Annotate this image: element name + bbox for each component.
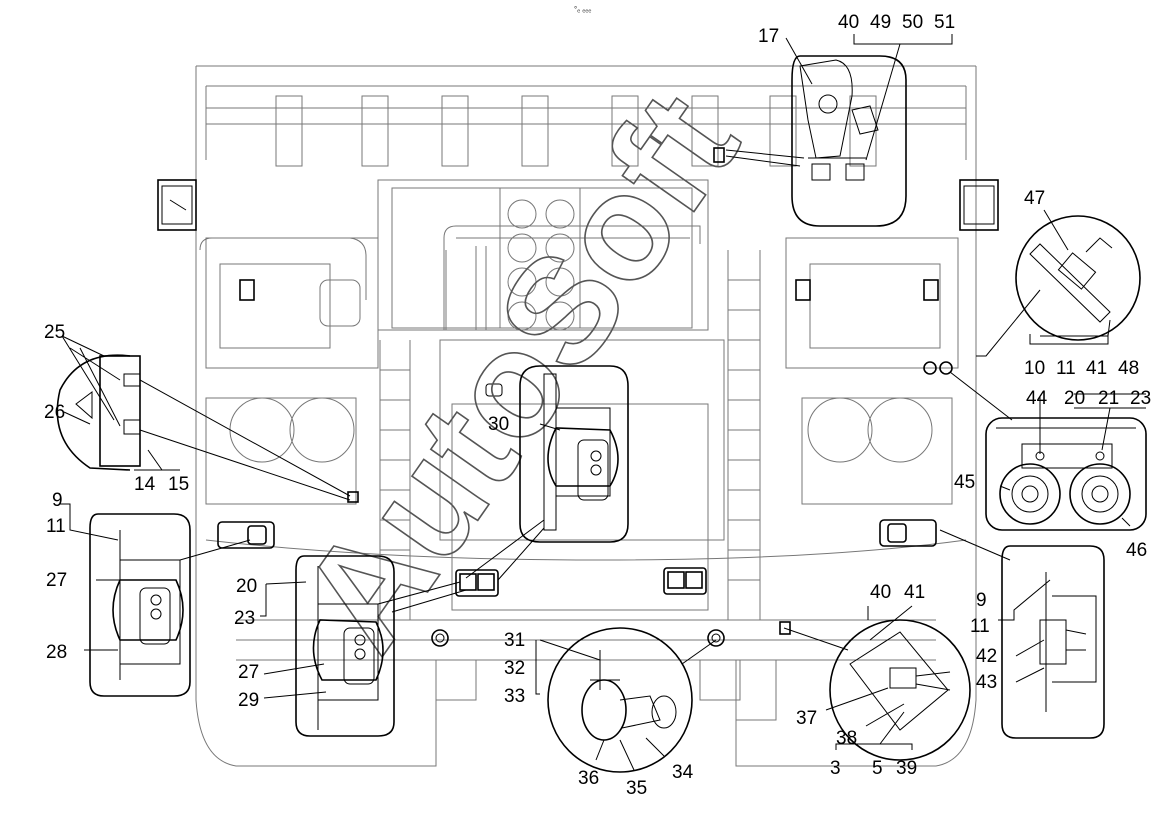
callout-31: 31 — [504, 630, 525, 651]
callout-25: 25 — [44, 322, 65, 343]
callout-39: 39 — [896, 758, 917, 779]
callout-38: 38 — [836, 728, 857, 749]
machine-body — [157, 65, 999, 767]
callout-50: 50 — [902, 12, 923, 33]
callout-labels: 17 40 49 50 51 47 10 11 41 48 44 20 21 2… — [44, 5, 1151, 799]
detail-37-39 — [779, 619, 971, 761]
callout-23-mid: 23 — [234, 608, 255, 629]
callout-40-lower: 40 — [870, 582, 891, 603]
detail-27-29 — [295, 555, 467, 737]
callout-37: 37 — [796, 708, 817, 729]
callout-11-right-lower: 11 — [970, 616, 990, 637]
callout-23-right: 23 — [1130, 388, 1151, 409]
callout-36: 36 — [578, 768, 599, 789]
callout-10: 10 — [1024, 358, 1045, 379]
detail-30 — [465, 365, 629, 581]
callout-44: 44 — [1026, 388, 1048, 409]
callout-49: 49 — [870, 12, 891, 33]
callout-26: 26 — [44, 402, 65, 423]
callout-15: 15 — [168, 474, 189, 495]
detail-25-26 — [56, 347, 359, 503]
callout-46: 46 — [1126, 540, 1147, 561]
callout-27-mid: 27 — [238, 662, 259, 683]
detail-42-43 — [939, 529, 1105, 739]
callout-41-right: 41 — [1086, 358, 1107, 379]
callout-14: 14 — [134, 474, 156, 495]
callout-20-mid: 20 — [236, 576, 257, 597]
callout-29: 29 — [238, 690, 259, 711]
callout-41-lower: 41 — [904, 582, 925, 603]
callout-45: 45 — [954, 472, 975, 493]
callout-11-right: 11 — [1056, 358, 1076, 379]
callout-32: 32 — [504, 658, 525, 679]
leader-lines — [60, 37, 1146, 771]
callout-42: 42 — [976, 646, 997, 667]
callout-9-left: 9 — [52, 490, 63, 511]
callout-51: 51 — [934, 12, 955, 33]
callout-48: 48 — [1118, 358, 1139, 379]
callout-21: 21 — [1098, 388, 1119, 409]
callout-17: 17 — [758, 26, 779, 47]
callout-11-left: 11 — [46, 516, 66, 537]
callout-43: 43 — [976, 672, 997, 693]
svg-text:AutoSoft: AutoSoft — [269, 63, 770, 678]
detail-47 — [976, 215, 1141, 357]
callout-34: 34 — [672, 762, 694, 783]
callout-27-left: 27 — [46, 570, 67, 591]
page-mark: °ₑ ₑₑₑ — [574, 5, 591, 14]
callout-40-top: 40 — [838, 12, 859, 33]
callout-35: 35 — [626, 778, 647, 799]
detail-31-36 — [547, 627, 717, 773]
watermark: AutoSoft — [268, 63, 770, 680]
callout-9-right: 9 — [976, 590, 987, 611]
detail-27-28 — [89, 513, 251, 697]
callout-30: 30 — [488, 414, 509, 435]
callout-33: 33 — [504, 686, 525, 707]
detail-17 — [713, 34, 953, 227]
callout-5: 5 — [872, 758, 883, 779]
callout-3: 3 — [830, 758, 841, 779]
detail-44-46 — [949, 371, 1147, 531]
callout-47: 47 — [1024, 188, 1045, 209]
callout-20-right: 20 — [1064, 388, 1085, 409]
callout-28: 28 — [46, 642, 67, 663]
